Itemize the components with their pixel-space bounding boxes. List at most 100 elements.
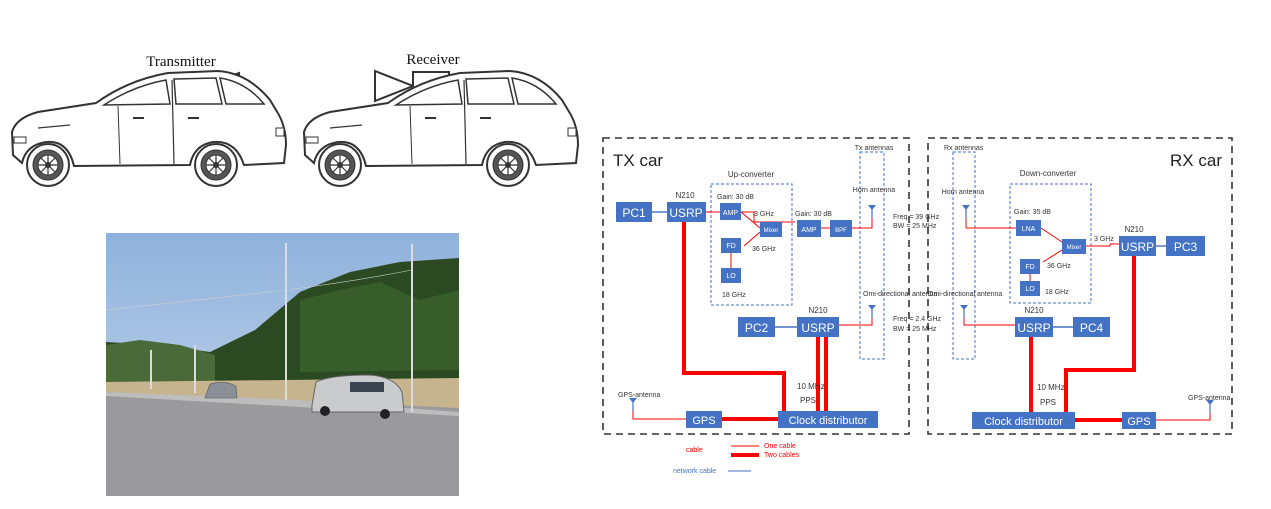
tx-pc2-block: PC2 [738, 317, 775, 337]
tx-car-frame [602, 137, 910, 435]
rx-horn-antenna [374, 69, 416, 103]
rx-pc3-block: PC3 [1166, 236, 1205, 256]
tx-omni-antenna-icon [867, 304, 877, 319]
rx-if-freq: 3 GHz [1094, 236, 1114, 243]
svg-text:Mixer: Mixer [764, 228, 779, 234]
legend-cable-label: cable [686, 447, 703, 454]
transmitter-label: Transmitter [146, 54, 215, 70]
downconverter-title: Down-converter [1020, 169, 1077, 178]
legend: cable One cable Two cables network cable [673, 443, 800, 475]
tx-usrp2-block: USRP [797, 317, 839, 337]
tx-mixer-block: Mixer [760, 222, 782, 237]
tx-10mhz-label: 10 MHz [797, 382, 825, 391]
rx-car-illustration: Receiver [304, 52, 578, 186]
rx-fd-block: FD [1020, 259, 1040, 274]
svg-text:LO: LO [1025, 286, 1035, 293]
svg-text:Clock distributor: Clock distributor [984, 416, 1063, 428]
rx-antennas-title: Rx antennas [944, 145, 984, 152]
tx-gps-antenna-label: GPS-antenna [618, 392, 661, 399]
tx-horn-antenna-icon [867, 204, 877, 219]
rx-lo-block: LO [1020, 281, 1040, 296]
legend-one-cable-label: One cable [764, 443, 796, 450]
rx-car-frame [927, 137, 1233, 435]
rx-omni-label: Omi-directional antenna [928, 291, 1002, 298]
rx-pps-label: PPS [1040, 398, 1056, 407]
rx-horn-antenna-icon [961, 204, 971, 219]
svg-text:LO: LO [726, 273, 736, 280]
svg-text:GPS: GPS [692, 415, 715, 427]
rx-lo-in-freq: 18 GHz [1045, 289, 1069, 296]
svg-text:GPS: GPS [1127, 416, 1150, 428]
rx-car-title: RX car [1170, 151, 1222, 170]
tx-horn-label: Horn antenna [853, 187, 896, 194]
rx-lo-out-freq: 36 GHz [1047, 263, 1071, 270]
tx-car-title: TX car [613, 151, 663, 170]
tx-pps-label: PPS [800, 396, 816, 405]
tx-mm-bw: BW = 25 MHz [893, 223, 937, 230]
rx-car-drawing [304, 71, 578, 186]
rx-gps-block: GPS [1122, 412, 1156, 429]
svg-text:FD: FD [726, 243, 735, 250]
svg-text:AMP: AMP [723, 210, 739, 217]
double-cables [682, 222, 1136, 422]
tx-usrp-block: USRP [667, 202, 706, 222]
rx-antennas-frame [952, 151, 976, 360]
single-cables [632, 211, 1211, 421]
tx-car-drawing [12, 71, 286, 186]
tx-fd-block: FD [721, 238, 741, 253]
downconverter-gain: Gain: 35 dB [1014, 209, 1051, 216]
rx-usrp-model: N210 [1124, 225, 1144, 234]
tx-low-freq: Freq = 2.4 GHz [893, 316, 942, 323]
rx-pc4-block: PC4 [1073, 317, 1110, 337]
receiver-label: Receiver [406, 52, 459, 68]
tx-if-freq: 3 GHz [754, 211, 774, 218]
tx-mm-freq: Freq = 39 GHz [893, 214, 940, 221]
svg-text:USRP: USRP [1017, 321, 1050, 335]
tx-low-bw: BW = 25 MHz [893, 326, 937, 333]
network-cables [652, 211, 1166, 328]
road-photo [105, 233, 459, 496]
tx-amp-block: AMP [720, 203, 741, 220]
rx-usrp2-block: USRP [1015, 317, 1053, 337]
tx-amp2-block: AMP [797, 220, 821, 237]
svg-text:AMP: AMP [801, 227, 817, 234]
svg-text:FD: FD [1025, 264, 1034, 271]
tx-lo-in-freq: 18 GHz [722, 292, 746, 299]
svg-text:PC4: PC4 [1080, 321, 1104, 335]
tx-gps-block: GPS [686, 411, 722, 428]
tx-bpf-block: BPF [830, 220, 852, 237]
tx-usrp2-model: N210 [808, 306, 828, 315]
tx-lo-block: LO [721, 268, 741, 283]
rx-10mhz-label: 10 MHz [1037, 383, 1065, 392]
downconverter-frame [1009, 183, 1092, 304]
rx-mixer-block: Mixer [1062, 239, 1086, 254]
legend-two-cables-label: Two cables [764, 452, 800, 459]
legend-network-cable-label: network cable [673, 468, 716, 475]
tx-antennas-frame [859, 151, 885, 360]
upconverter-title: Up-converter [728, 170, 775, 179]
svg-text:LNA: LNA [1022, 226, 1036, 233]
rx-lna-block: LNA [1016, 220, 1041, 236]
svg-text:Clock distributor: Clock distributor [789, 415, 868, 427]
rx-clock-distributor-block: Clock distributor [972, 412, 1075, 429]
tx-gps-antenna-icon [628, 397, 638, 412]
rx-usrp2-model: N210 [1024, 306, 1044, 315]
tx-clock-distributor-block: Clock distributor [778, 411, 878, 428]
tx-antennas-title: Tx antennas [855, 145, 894, 152]
svg-text:USRP: USRP [669, 206, 702, 220]
rx-usrp-block: USRP [1119, 236, 1156, 256]
rx-horn-label: Horn antenna [942, 189, 985, 196]
tx-lo-out-freq: 36 GHz [752, 246, 776, 253]
tx-usrp-model: N210 [675, 191, 695, 200]
svg-text:BPF: BPF [835, 228, 847, 234]
svg-text:USRP: USRP [1121, 240, 1154, 254]
upconverter-gain: Gain: 30 dB [717, 194, 754, 201]
svg-text:PC1: PC1 [622, 206, 646, 220]
tx-car-illustration: Transmitter [12, 54, 286, 186]
upconverter-frame [710, 183, 793, 306]
svg-text:Mixer: Mixer [1067, 245, 1082, 251]
svg-text:USRP: USRP [801, 321, 834, 335]
tx-omni-label: Omi-directional antenna [863, 291, 937, 298]
block-diagram: TX car RX car [602, 137, 1233, 475]
